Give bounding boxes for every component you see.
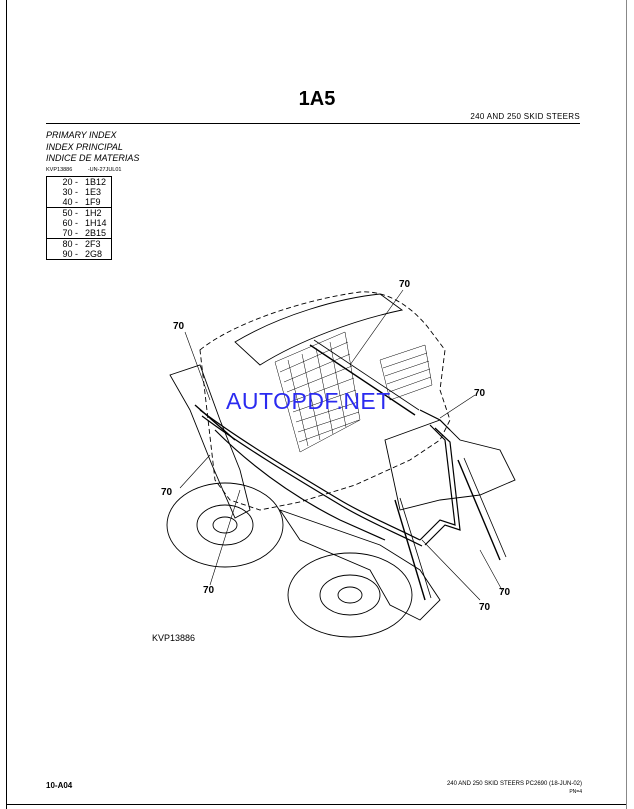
index-reference: KVP13886 -UN-27JUL01 [46, 167, 121, 173]
index-code: 2G8 [85, 249, 103, 259]
watermark: AUTOPDF.NET [226, 388, 391, 414]
cab-outline [199, 291, 451, 511]
page-border-left [6, 0, 7, 809]
page-border-right [626, 0, 627, 809]
footer-doc-info: 240 AND 250 SKID STEERS PC2690 (18-JUN-0… [446, 781, 582, 787]
hydraulic-cylinders [194, 339, 507, 601]
index-titles: PRIMARY INDEX INDEX PRINCIPAL INDICE DE … [46, 130, 139, 165]
index-num: 90 - [62, 249, 78, 259]
frame [278, 509, 441, 621]
index-row: 30 - 1E3 [47, 187, 111, 197]
callout-70: 70 [161, 487, 173, 498]
index-num: 60 - [62, 218, 78, 228]
index-group: 20 - 1B12 30 - 1E3 40 - 1F9 [47, 177, 111, 208]
header-rule [46, 123, 580, 124]
index-group: 50 - 1H2 60 - 1H14 70 - 2B15 [47, 208, 111, 239]
index-code: 1H2 [85, 208, 102, 218]
roof [234, 293, 404, 366]
index-num: 30 - [62, 187, 78, 197]
index-title-fr: INDEX PRINCIPAL [46, 141, 123, 152]
footer-pn: PN=4 [569, 789, 582, 795]
index-num: 70 - [62, 228, 78, 238]
callout-70: 70 [479, 602, 491, 613]
index-row: 70 - 2B15 [47, 228, 111, 238]
index-code: 1F9 [85, 197, 101, 207]
side-grille [274, 331, 361, 453]
callout-70: 70 [499, 587, 511, 598]
index-ref-code: KVP13886 [46, 167, 73, 173]
callout-70: 70 [474, 388, 486, 399]
index-code: 1H14 [85, 218, 107, 228]
document-header: 240 AND 250 SKID STEERS [470, 112, 580, 121]
index-group: 80 - 2F3 90 - 2G8 [47, 239, 111, 259]
wheels [166, 482, 413, 638]
skid-steer-drawing [166, 289, 516, 638]
index-code: 2F3 [85, 239, 101, 249]
leader-lines [179, 289, 503, 601]
index-table: 20 - 1B12 30 - 1E3 40 - 1F9 50 - 1H2 60 - 1H1… [46, 176, 112, 260]
page-border-bottom [6, 804, 626, 805]
index-row: 20 - 1B12 [47, 177, 111, 187]
loader-arm-right [384, 419, 516, 511]
index-code: 2B15 [85, 228, 107, 238]
index-num: 50 - [62, 208, 78, 218]
index-code: 1B12 [85, 177, 107, 187]
index-row: 90 - 2G8 [47, 249, 111, 259]
index-title-es: INDICE DE MATERIAS [46, 153, 140, 163]
index-row: 40 - 1F9 [47, 197, 111, 207]
callout-70: 70 [203, 585, 215, 596]
loader-arm-left [169, 364, 251, 519]
index-title-en: PRIMARY INDEX [46, 130, 117, 140]
index-row: 80 - 2F3 [47, 239, 111, 249]
figure-caption: KVP13886 [152, 633, 196, 643]
index-row: 60 - 1H14 [47, 218, 111, 228]
index-code: 1E3 [85, 187, 102, 197]
callout-70: 70 [173, 321, 185, 332]
index-num: 40 - [62, 197, 78, 207]
index-ref-date: -UN-27JUL01 [87, 167, 122, 173]
page-title: 1A5 [298, 88, 336, 110]
footer-page-code: 10-A04 [46, 781, 73, 790]
index-num: 80 - [62, 239, 78, 249]
callout-70: 70 [399, 279, 411, 290]
hydraulic-lines [199, 409, 461, 547]
rear-grille [379, 344, 433, 401]
index-num: 20 - [62, 177, 78, 187]
index-row: 50 - 1H2 [47, 208, 111, 218]
